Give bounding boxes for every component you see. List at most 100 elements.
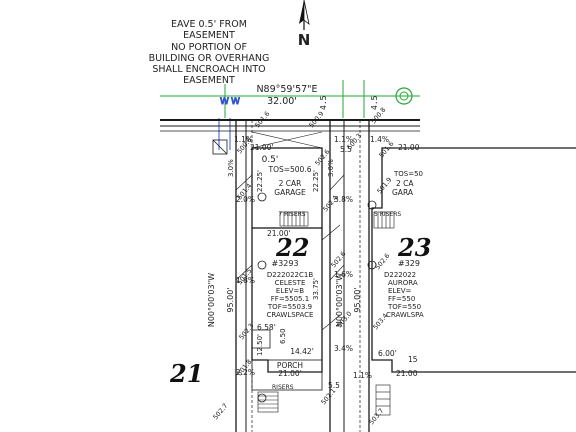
width-mid: 21.00' bbox=[267, 229, 291, 238]
garage-line-2: GARAGE bbox=[274, 188, 306, 197]
slope-r-30: 3.0% bbox=[327, 159, 335, 177]
dim-6-50: 6.50 bbox=[279, 328, 287, 344]
easement-line bbox=[160, 80, 420, 118]
garage-line-1: 2 CAR bbox=[279, 179, 302, 188]
lot23-porch-width: 21.00 bbox=[396, 369, 418, 378]
lot-21-number: 21 bbox=[169, 359, 203, 388]
porch-label: PORCH bbox=[277, 361, 303, 370]
slope-c-11b: 1.1% bbox=[353, 371, 372, 380]
note-line-2: EASEMENT bbox=[183, 30, 235, 41]
slope-c-11: 1.1% bbox=[334, 135, 353, 144]
risers-bottom: RISERS bbox=[272, 384, 294, 391]
width-top: 21.00' bbox=[250, 143, 274, 152]
house-23-footprint bbox=[371, 147, 576, 416]
right-lot-distance: 95.00' bbox=[353, 287, 362, 312]
note-line-6: EASEMENT bbox=[183, 75, 235, 86]
lot23-width-top: 21.00 bbox=[398, 143, 420, 152]
note-line-1: EAVE 0.5' FROM bbox=[171, 19, 247, 30]
dim-4-5-right: 4.5 bbox=[370, 95, 379, 110]
tos-label: TOS=500.6 bbox=[267, 165, 311, 174]
lot23-tos: TOS=50 bbox=[393, 170, 423, 178]
elev-13: 501.9 bbox=[375, 176, 393, 195]
lot-23-number: 23 bbox=[397, 233, 431, 262]
left-lot-bearing: N00°00'03"W bbox=[207, 273, 216, 327]
markers bbox=[257, 192, 377, 403]
lot23-garage-1: 2 CA bbox=[396, 179, 414, 188]
finish-floor: FF=5505.1 bbox=[271, 295, 309, 303]
elev-12: 502.7 bbox=[211, 402, 229, 421]
svg-text:W: W bbox=[231, 97, 240, 107]
lot23-dim-600: 6.00' bbox=[378, 349, 397, 358]
lot23-name: AURORA bbox=[388, 279, 418, 287]
house-23-labels: 21.00 TOS=50 2 CA GARA 5 RISERS D222022 … bbox=[374, 143, 424, 378]
note-line-3: NO PORTION OF bbox=[171, 42, 247, 53]
dim-22-25-right: 22.25' bbox=[312, 170, 320, 192]
slope-l-22: 2.2% bbox=[236, 368, 255, 377]
eave-label: 0.5' bbox=[262, 155, 279, 165]
lot23-foundation: CRAWLSPA bbox=[386, 311, 424, 319]
slope-r-14: 1.4% bbox=[370, 135, 389, 144]
house-elevation: ELEV=B bbox=[276, 287, 304, 295]
elev-19: 503.4 bbox=[371, 312, 389, 331]
marker-3-icon bbox=[367, 200, 377, 210]
lot23-plan: D222022 bbox=[384, 271, 416, 279]
dim-12-50: 12.50' bbox=[256, 334, 264, 356]
house-name: CELESTE bbox=[275, 279, 306, 287]
slope-r-38: 3.8% bbox=[334, 195, 353, 204]
dim-14-42: 14.42' bbox=[290, 347, 314, 356]
dim-4-5: 4.5 bbox=[319, 95, 328, 110]
lot23-dim-15: 15 bbox=[408, 355, 418, 364]
sidewalk bbox=[160, 119, 420, 132]
note-line-5: SHALL ENCROACH INTO bbox=[152, 64, 265, 75]
slope-c-55: 5.5 bbox=[328, 381, 340, 390]
elev-20: 503.7 bbox=[367, 407, 385, 426]
house-22-labels: 0.5' TOS=500.6 21.00' 2 CAR GARAGE 7 RIS… bbox=[250, 143, 320, 391]
slope-r-16: 1.6% bbox=[334, 270, 353, 279]
top-of-foundation: TOF=5503.9 bbox=[267, 303, 312, 311]
slope-r-34: 3.4% bbox=[334, 344, 353, 353]
slope-labels: 1.1% 3.0% 2.0% 1.8% 2.2% 1.1% 3.0% 3.8% … bbox=[227, 135, 389, 390]
lot-22-address: #3293 bbox=[271, 259, 298, 268]
lot23-tof: TOF=550 bbox=[387, 303, 421, 311]
north-arrow-icon: N bbox=[298, 0, 311, 49]
risers-top: 7 RISERS bbox=[278, 211, 305, 218]
svg-text:W: W bbox=[220, 97, 229, 107]
dim-22-25-left: 22.25' bbox=[256, 170, 264, 192]
elev-17: 502.6 bbox=[373, 252, 391, 271]
right-lot-bearing: N00°00'03"W bbox=[335, 273, 344, 327]
bearing-label: N89°59'57"E bbox=[256, 84, 317, 95]
utility-marks: W W bbox=[218, 97, 241, 150]
stairs-bottom-icon bbox=[257, 391, 279, 413]
marker-2-icon bbox=[257, 260, 267, 270]
foundation-type: CRAWLSPACE bbox=[267, 311, 314, 319]
easement-note: EAVE 0.5' FROM EASEMENT NO PORTION OF BU… bbox=[149, 19, 270, 86]
elev-7: 502.6 bbox=[329, 250, 347, 269]
porch-width: 21.00' bbox=[278, 369, 302, 378]
dim-6-58: 6.58' bbox=[257, 323, 276, 332]
lot23-elev: ELEV= bbox=[388, 287, 412, 295]
house-22-footprint bbox=[235, 131, 345, 413]
slope-l-18: 1.8% bbox=[236, 276, 255, 285]
north-label: N bbox=[298, 31, 311, 49]
bearing-distance: 32.00' bbox=[267, 96, 297, 107]
utility-box-icon bbox=[212, 139, 228, 155]
slope-l-top: 1.1% bbox=[234, 135, 253, 144]
lot-23-address: #329 bbox=[398, 259, 420, 268]
lot23-risers: 5 RISERS bbox=[374, 211, 401, 218]
slope-r-55: 5.5 bbox=[340, 145, 352, 154]
left-lot-distance: 95.00' bbox=[226, 287, 235, 312]
marker-4-icon bbox=[367, 260, 377, 270]
stairs-top-icon bbox=[279, 211, 309, 227]
slope-l-20: 2.0% bbox=[236, 195, 255, 204]
slope-l-30: 3.0% bbox=[227, 159, 235, 177]
lot23-ff: FF=550 bbox=[388, 295, 415, 303]
monument-icon bbox=[395, 87, 413, 105]
lot23-garage-2: GARA bbox=[392, 188, 414, 197]
note-line-4: BUILDING OR OVERHANG bbox=[149, 53, 270, 64]
marker-1-icon bbox=[257, 192, 267, 202]
marker-5-icon bbox=[257, 393, 267, 403]
lot-22-number: 22 bbox=[275, 233, 309, 262]
house-plan-code: D222022C1B bbox=[267, 271, 313, 279]
dim-33-75: 33.75' bbox=[312, 278, 320, 300]
